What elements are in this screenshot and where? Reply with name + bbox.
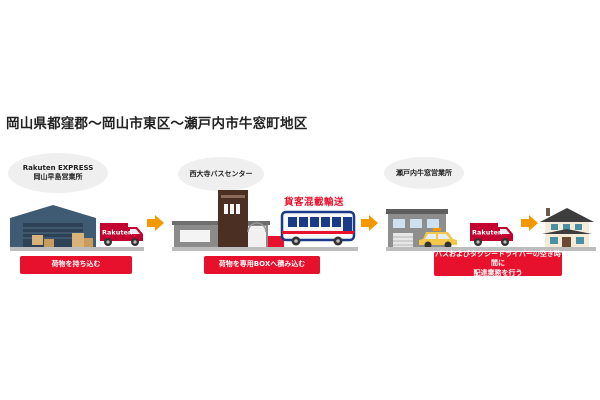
action-bar-load-box: 荷物を専用BOXへ積み込む xyxy=(204,256,320,274)
location-name-line1: Rakuten EXPRESS xyxy=(22,164,94,173)
location-name: 西大寺バスセンター xyxy=(189,169,253,178)
taxi-icon xyxy=(419,228,457,249)
bus-icon xyxy=(280,210,356,246)
arrow-right-icon xyxy=(521,215,538,231)
action-text: 荷物を専用BOXへ積み込む xyxy=(218,260,306,269)
mixed-transport-label: 貨客混載輸送 xyxy=(284,197,345,208)
location-bubble-ushimado: 瀬戸内牛窓営業所 xyxy=(384,157,464,189)
van-brand-label: Rakuten xyxy=(102,229,133,237)
action-bar-drop-off: 荷物を持ち込む xyxy=(20,256,132,274)
delivery-van-icon: Rakuten xyxy=(470,223,513,246)
location-name: 瀬戸内牛窓営業所 xyxy=(396,168,452,177)
action-bar-delivery: バスおよびタクシードライバーの空き時間に 配達業務を行う xyxy=(434,249,562,277)
ground-line xyxy=(172,247,358,251)
action-text-line2: 配達業務を行う xyxy=(473,268,523,277)
bus-center-building-icon xyxy=(172,190,284,250)
location-name-line2: 岡山早島営業所 xyxy=(33,173,83,181)
van-brand-label: Rakuten xyxy=(472,229,503,237)
location-bubble-saidaiji: 西大寺バスセンター xyxy=(178,157,264,191)
action-text: 荷物を持ち込む xyxy=(51,260,101,269)
page-title: 岡山県都窪郡〜岡山市東区〜瀬戸内市牛窓町地区 xyxy=(6,116,308,132)
house-icon xyxy=(540,208,594,248)
warehouse-icon xyxy=(10,205,96,250)
ground-line xyxy=(10,247,144,251)
ground-line xyxy=(386,247,596,251)
arrow-right-icon xyxy=(361,215,378,231)
arrow-right-icon xyxy=(147,215,164,231)
delivery-van-icon: Rakuten xyxy=(100,223,143,246)
action-text-line1: バスおよびタクシードライバーの空き時間に xyxy=(435,249,561,268)
location-bubble-hayashima: Rakuten EXPRESS 岡山早島営業所 xyxy=(8,153,108,193)
